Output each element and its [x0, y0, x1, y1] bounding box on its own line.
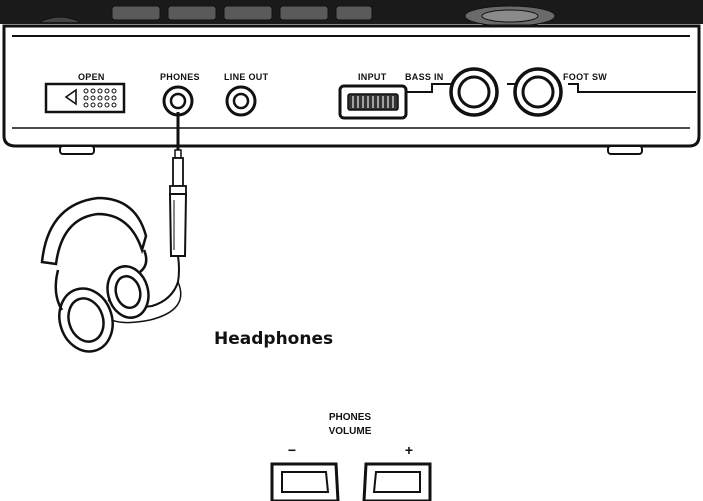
phones-volume-up-button[interactable]: [362, 462, 432, 501]
input-level-wheel[interactable]: [338, 84, 408, 120]
phones-volume-title-line1: PHONES: [329, 412, 372, 423]
label-input: INPUT: [358, 72, 387, 82]
headphones-icon: [40, 196, 150, 353]
foot-sw-jack[interactable]: [513, 67, 563, 117]
headphone-plug[interactable]: [168, 112, 188, 257]
battery-door-open-tab[interactable]: [44, 82, 126, 114]
label-line-out: LINE OUT: [224, 72, 269, 82]
label-foot-sw: FOOT SW: [563, 72, 607, 82]
headphones-caption: Headphones: [214, 329, 333, 349]
headphone-cable-2: [107, 281, 182, 324]
label-bass-in: BASS IN: [405, 72, 444, 82]
phones-volume-title-line2: VOLUME: [329, 426, 372, 437]
volume-minus-sign: −: [288, 442, 296, 458]
line-out-jack[interactable]: [225, 85, 257, 117]
volume-plus-sign: +: [405, 442, 413, 458]
phones-volume-down-button[interactable]: [270, 462, 340, 501]
phones-jack[interactable]: [162, 85, 194, 117]
device-top-strip: [0, 0, 703, 27]
label-open: OPEN: [78, 72, 105, 82]
label-phones: PHONES: [160, 72, 200, 82]
bass-in-jack[interactable]: [449, 67, 499, 117]
